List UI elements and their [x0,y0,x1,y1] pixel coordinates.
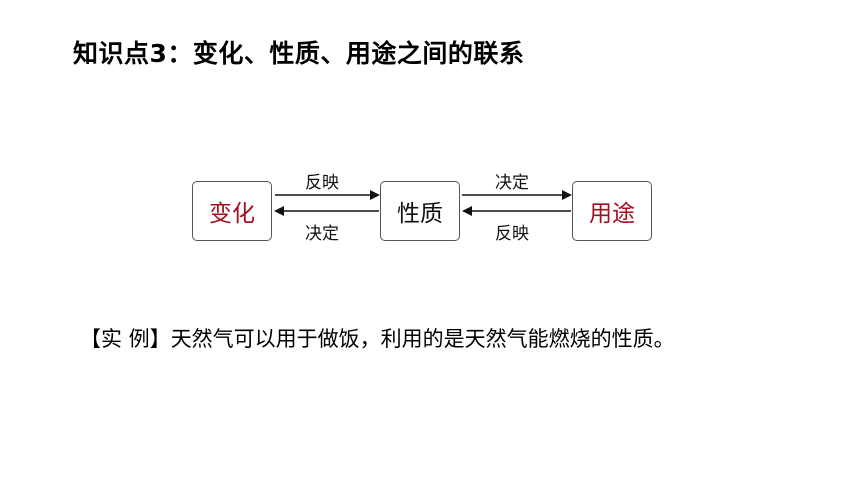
page-title: 知识点3：变化、性质、用途之间的联系 [73,39,525,68]
arrow-property-to-change [274,206,379,216]
example-text: 天然气可以用于做饭，利用的是天然气能燃烧的性质。 [170,327,675,351]
arrow-label-property-to-use: 决定 [495,173,529,193]
arrow-use-to-property [462,206,571,216]
arrow-label-change-to-property: 反映 [305,173,339,193]
arrow-label-use-to-property: 反映 [495,224,529,244]
example-label: 【实 例】 [80,327,171,351]
box-change: 变化 [192,181,272,241]
example-sentence: 【实 例】天然气可以用于做饭，利用的是天然气能燃烧的性质。 [80,323,675,353]
box-property: 性质 [380,181,460,241]
arrow-label-property-to-change: 决定 [305,224,339,244]
box-use: 用途 [572,181,652,241]
